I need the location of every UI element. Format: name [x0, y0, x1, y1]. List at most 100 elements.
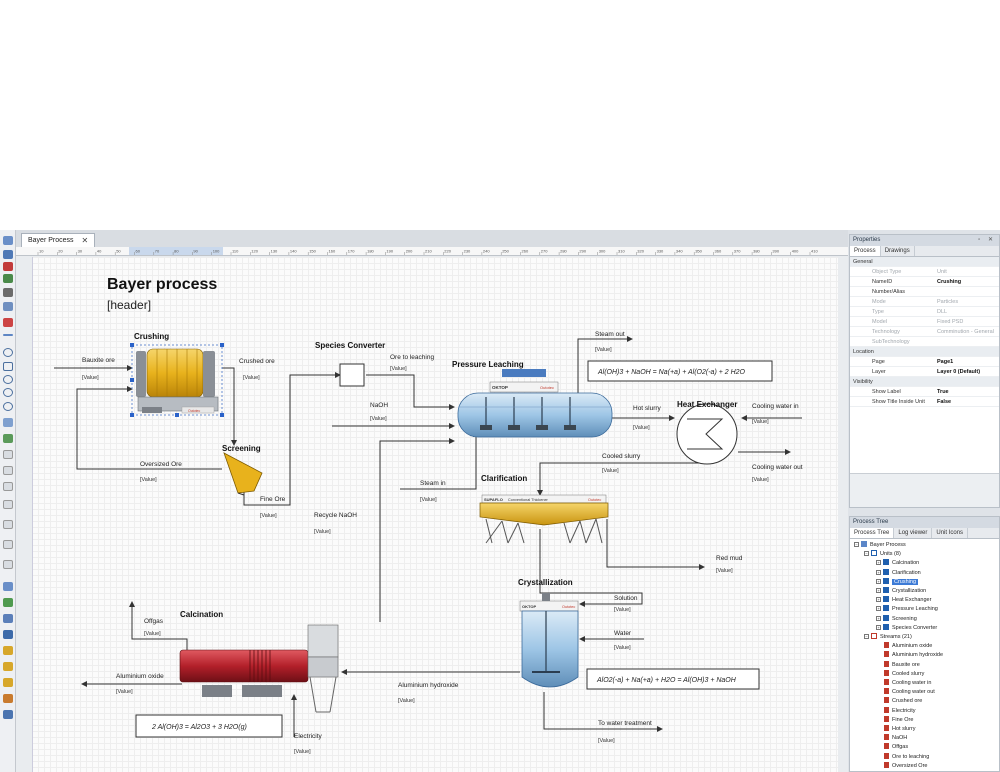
line-tool-icon[interactable]: [3, 334, 13, 336]
value-cooling-water-out[interactable]: [Value]: [752, 477, 769, 483]
tree-unit-item[interactable]: +Heat Exchanger: [876, 596, 931, 605]
chart-tool-icon[interactable]: [3, 318, 13, 327]
equation-crystallization[interactable]: AlO2(-a) + Na(+a) + H2O = Al(OH)3 + NaOH: [586, 668, 760, 690]
expand-icon[interactable]: +: [876, 615, 881, 621]
tree-units-group[interactable]: −Units (8): [864, 550, 901, 559]
expand-icon[interactable]: +: [876, 569, 881, 575]
unit-pressure-leaching[interactable]: OKTOP Outotec: [457, 369, 613, 438]
layer-tool-icon[interactable]: [3, 500, 13, 509]
tree-unit-item[interactable]: +Crystallization: [876, 587, 926, 596]
open-tool-icon[interactable]: [3, 662, 13, 671]
stream-crushed-ore[interactable]: [222, 367, 237, 446]
stream-cooled-slurry[interactable]: [537, 455, 708, 496]
prop-value[interactable]: Crushing: [937, 279, 962, 285]
value-ore-to-leaching[interactable]: [Value]: [390, 366, 407, 372]
align-tool-icon[interactable]: [3, 450, 13, 459]
tree-stream-item[interactable]: Fine Ore: [884, 715, 913, 725]
expand-icon[interactable]: +: [876, 624, 881, 630]
panel-buttons[interactable]: ▫ ✕: [978, 237, 996, 243]
tree-stream-item[interactable]: Cooling water out: [884, 688, 935, 697]
value-recycle-naoh[interactable]: [Value]: [314, 529, 331, 535]
category-location[interactable]: Location: [850, 347, 999, 357]
tree-stream-item[interactable]: Bauxite ore: [884, 660, 920, 670]
unit-heat-exchanger[interactable]: [676, 403, 738, 465]
page-tool-icon[interactable]: [3, 582, 13, 591]
tab-log-viewer[interactable]: Log viewer: [894, 528, 933, 538]
save-tool-icon[interactable]: [3, 678, 13, 687]
unit-clarification[interactable]: SUPAFLO Conventional Thickener Outotec: [479, 494, 609, 544]
distribute-tool-icon[interactable]: [3, 466, 13, 475]
stream-solution[interactable]: [539, 529, 643, 607]
tree-root[interactable]: −Bayer Process: [854, 541, 906, 550]
package-tool-icon[interactable]: [3, 694, 13, 703]
zoom-tool-icon[interactable]: [3, 520, 13, 529]
value-electricity[interactable]: [Value]: [294, 749, 311, 755]
value-to-water-treatment[interactable]: [Value]: [598, 738, 615, 744]
tree-stream-item[interactable]: Offgas: [884, 743, 908, 752]
close-icon[interactable]: ✕: [81, 235, 89, 245]
select-tool-icon[interactable]: [3, 236, 13, 245]
tree-stream-item[interactable]: Aluminium oxide: [884, 642, 932, 651]
value-bauxite-ore[interactable]: [Value]: [82, 375, 99, 381]
order-tool-icon[interactable]: [3, 482, 13, 491]
prop-value[interactable]: Page1: [937, 359, 954, 365]
value-steam-out[interactable]: [Value]: [595, 347, 612, 353]
collapse-icon[interactable]: −: [854, 542, 859, 547]
value-water[interactable]: [Value]: [614, 645, 631, 651]
tree-stream-item[interactable]: Ore to leaching: [884, 752, 929, 762]
stream-offgas[interactable]: [129, 601, 188, 652]
value-cooling-water-in[interactable]: [Value]: [752, 419, 769, 425]
value-offgas[interactable]: [Value]: [144, 631, 161, 637]
tab-unit-icons[interactable]: Unit Icons: [932, 528, 969, 538]
stream-tool-icon[interactable]: [3, 262, 13, 271]
grid-tool-icon[interactable]: [3, 540, 13, 549]
connector-tool-icon[interactable]: [3, 288, 13, 297]
tree-unit-item[interactable]: +Clarification: [876, 568, 921, 578]
unit-crushing[interactable]: Outotec: [130, 343, 224, 417]
tree-stream-item[interactable]: Electricity: [884, 706, 916, 716]
settings-tool-icon[interactable]: [3, 630, 13, 639]
prop-number-alias[interactable]: Number/Alias: [850, 287, 999, 297]
prop-value[interactable]: True: [937, 389, 949, 395]
stream-fine-ore[interactable]: [243, 372, 341, 506]
unit-crystallization[interactable]: OKTOP Outotec: [519, 593, 579, 688]
tree-unit-item[interactable]: +Screening: [876, 614, 917, 624]
expand-icon[interactable]: +: [876, 588, 881, 593]
stream-red-mud[interactable]: [606, 519, 705, 570]
tree-unit-item[interactable]: +Calcination: [876, 559, 919, 568]
report-tool-icon[interactable]: [3, 614, 13, 623]
equation-calcination[interactable]: 2 Al(OH)3 = Al2O3 + 3 H2O(g): [135, 714, 283, 738]
tab-process-tree[interactable]: Process Tree: [850, 528, 895, 538]
unit-species-converter[interactable]: [339, 363, 365, 387]
tab-drawings[interactable]: Drawings: [881, 246, 915, 256]
value-cooled-slurry[interactable]: [Value]: [602, 468, 619, 474]
value-naoh[interactable]: [Value]: [370, 416, 387, 422]
table-tool-icon[interactable]: [3, 302, 13, 311]
unit-screening[interactable]: [223, 452, 263, 496]
flowsheet-canvas[interactable]: Bayer process [header]: [32, 257, 838, 772]
value-fine-ore[interactable]: [Value]: [260, 513, 277, 519]
tree-unit-item[interactable]: +Pressure Leaching: [876, 605, 938, 614]
collapse-icon[interactable]: −: [864, 634, 869, 639]
tree-stream-item[interactable]: Oversized Ore: [884, 761, 927, 771]
prop-value[interactable]: Layer 0 (Default): [937, 369, 981, 375]
text-tool-icon[interactable]: [3, 418, 13, 427]
tree-stream-item[interactable]: Hot slurry: [884, 725, 916, 734]
export-tool-icon[interactable]: [3, 598, 13, 607]
circle-tool-icon[interactable]: [3, 375, 13, 384]
stream-oversized-ore[interactable]: [76, 386, 222, 470]
unit-calcination[interactable]: [179, 624, 339, 713]
rectangle-tool-icon[interactable]: [3, 362, 13, 371]
stream-steam-in[interactable]: [400, 431, 479, 490]
ellipse-tool-icon[interactable]: [3, 348, 13, 357]
stream-recycle-naoh[interactable]: [379, 438, 455, 622]
expand-icon[interactable]: +: [876, 597, 881, 603]
value-oversized-ore[interactable]: [Value]: [140, 477, 157, 483]
value-steam-in[interactable]: [Value]: [420, 497, 437, 503]
tree-streams-group[interactable]: −Streams (21): [864, 633, 912, 642]
